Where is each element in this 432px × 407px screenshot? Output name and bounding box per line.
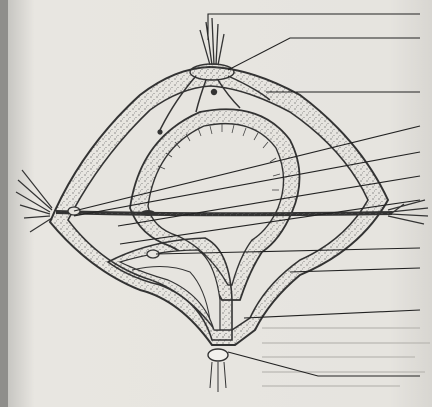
page-edge-shadow <box>0 0 8 407</box>
apical-organ <box>190 64 234 80</box>
small-gland-2 <box>157 129 162 134</box>
small-gland <box>211 89 217 95</box>
